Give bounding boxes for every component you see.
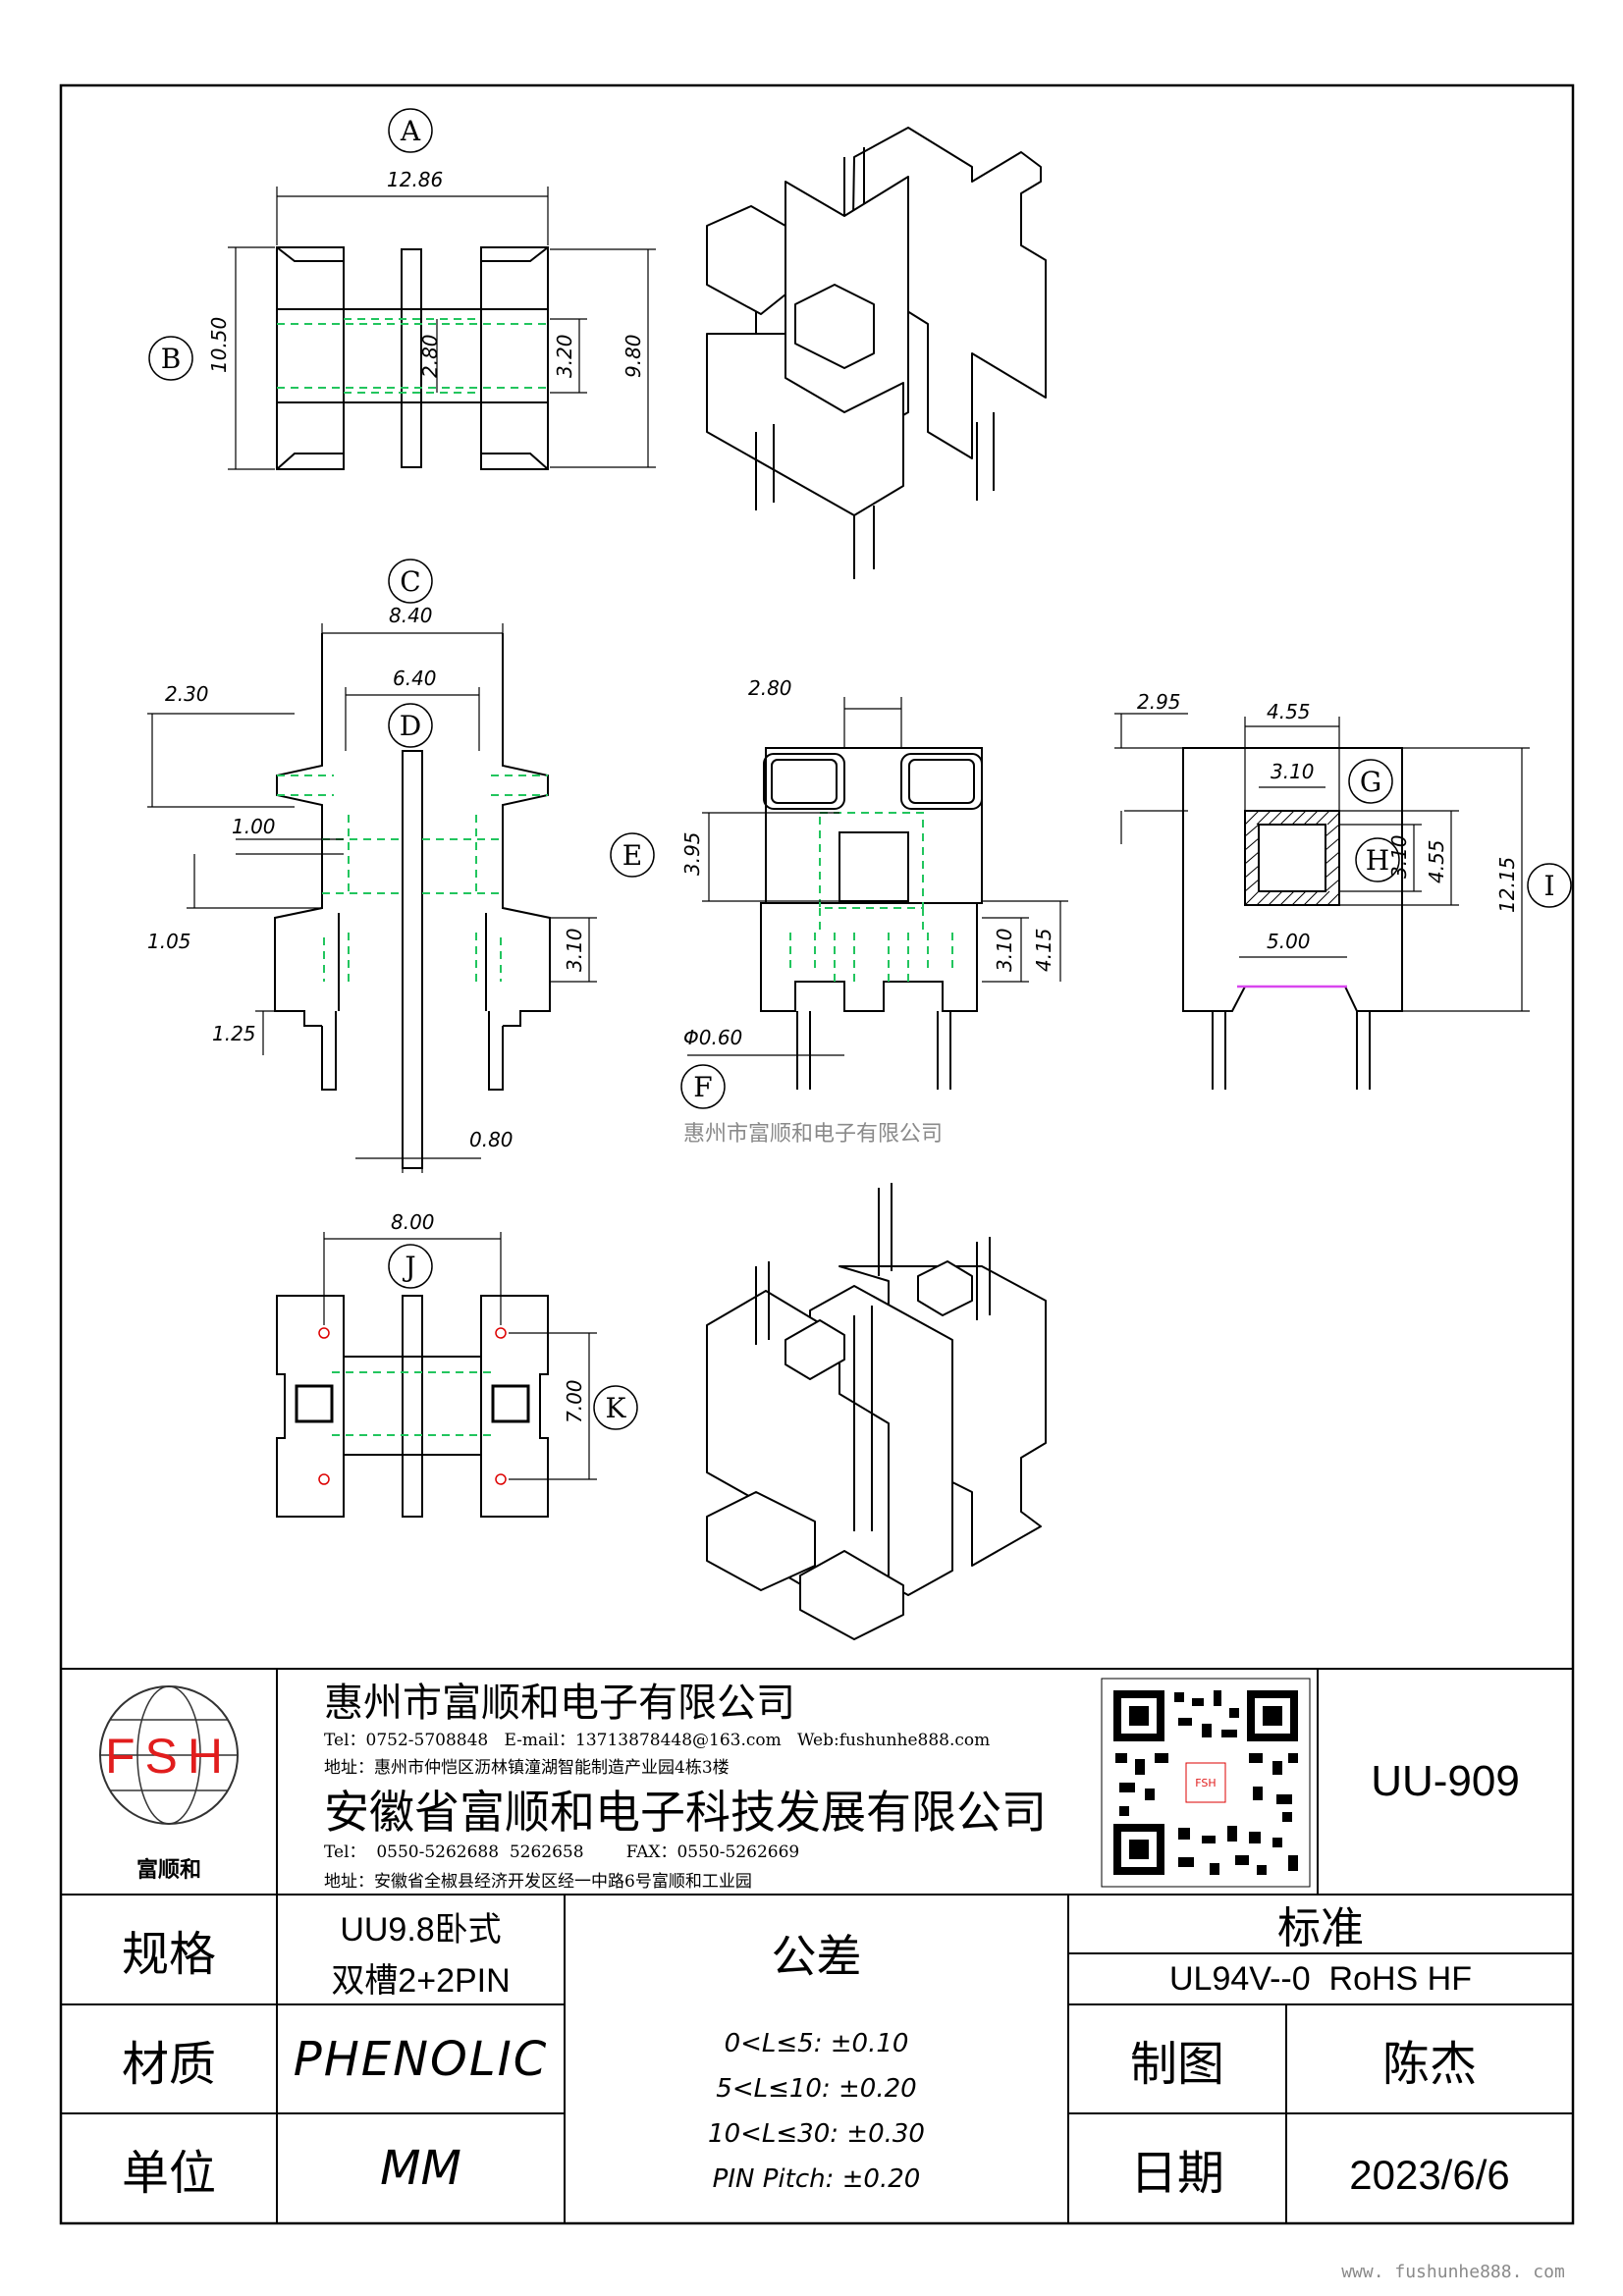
dim-i-h: 12.15 <box>1495 857 1519 913</box>
spec-label: 规格 <box>121 1927 216 1982</box>
dim-e-win: 3.95 <box>680 831 704 876</box>
view-bottom-j <box>276 1295 549 1518</box>
view-front-dims <box>147 623 597 1173</box>
view-top-left <box>276 246 549 470</box>
pin-holes <box>318 1327 507 1485</box>
callout-letters: A B C D E F G H I J K <box>161 115 1555 1424</box>
dim-a-width: 12.86 <box>387 168 443 191</box>
tolerance-4: PIN Pitch: ±0.20 <box>712 2164 921 2194</box>
hatch <box>1244 810 1340 906</box>
dim-e-pin1: 3.10 <box>993 928 1016 972</box>
tolerance-2: 5<L≤10: ±0.20 <box>716 2074 917 2104</box>
tolerance-label: 公差 <box>771 1930 862 1983</box>
tolerance-3: 10<L≤30: ±0.30 <box>708 2119 925 2149</box>
fsh-logo: FSH 富顺和 <box>99 1685 239 1883</box>
dim-b-core: 2.80 <box>418 334 442 378</box>
outer-frame <box>59 83 1575 2225</box>
company2-address: 地址：安徽省全椒县经济开发区经一中路6号富顺和工业园 <box>324 1872 752 1892</box>
dim-g-in: 3.10 <box>1271 760 1315 783</box>
company1-contact: Tel：0752-5708848 E-mail：13713878448@163.… <box>324 1731 991 1750</box>
view-end-g <box>1182 747 1403 1090</box>
dim-b-core2: 3.20 <box>553 334 576 378</box>
dim-d-pin: 3.10 <box>563 928 586 972</box>
callout-circles <box>148 108 1572 1430</box>
iso-view-bottom <box>706 1183 1047 1640</box>
dim-h-out: 4.55 <box>1425 839 1448 883</box>
tolerance-1: 0<L≤5: ±0.10 <box>724 2029 909 2058</box>
spec-value-1: UU9.8卧式 <box>340 1910 502 1949</box>
material-label: 材质 <box>121 2036 216 2092</box>
material-value: PHENOLIC <box>293 2031 549 2087</box>
date-value: 2023/6/6 <box>1349 2152 1510 2198</box>
view-side-e-hidden <box>789 812 953 987</box>
drawn-label: 制图 <box>1129 2036 1224 2092</box>
callout-c: C <box>400 565 420 598</box>
date-label: 日期 <box>1129 2146 1224 2201</box>
company1-address: 地址：惠州市仲恺区沥林镇潼湖智能制造产业园4栋3楼 <box>324 1758 730 1778</box>
standard-value: UL94V--0 RoHS HF <box>1169 1959 1472 1998</box>
dim-i-span: 5.00 <box>1267 930 1311 953</box>
part-number: UU-909 <box>1371 1757 1520 1805</box>
view-bottom-j-hidden <box>332 1371 493 1436</box>
view-side-e-dims <box>687 697 1068 1065</box>
view-front-hidden <box>277 774 548 982</box>
spec-value-2: 双槽2+2PIN <box>331 1961 511 2000</box>
company2-name: 安徽省富顺和电子科技发展有限公司 <box>324 1786 1047 1839</box>
view-top-left-hidden <box>277 318 548 394</box>
unit-label: 单位 <box>121 2146 216 2201</box>
qr-label: FSH <box>1195 1777 1216 1789</box>
dim-j-w: 8.00 <box>391 1210 435 1234</box>
view-top-left-dims <box>228 187 656 470</box>
view-bottom-j-dims <box>323 1232 597 1480</box>
dim-e-pin2: 4.15 <box>1032 928 1055 972</box>
title-block-lines <box>61 1668 1573 2223</box>
qr-code: FSH <box>1101 1678 1311 1888</box>
dim-d-step: 1.00 <box>232 815 276 838</box>
dim-b-inner: 9.80 <box>622 334 645 378</box>
view-end-g-dims <box>1114 713 1530 1012</box>
drawn-value: 陈杰 <box>1381 2036 1477 2092</box>
dim-d-wall: 0.80 <box>469 1128 514 1151</box>
callout-i: I <box>1543 870 1554 902</box>
callout-k: K <box>606 1392 627 1424</box>
callout-j: J <box>402 1251 415 1283</box>
dim-k-h: 7.00 <box>563 1379 586 1423</box>
callout-f: F <box>693 1071 712 1103</box>
dim-g-top: 2.95 <box>1137 690 1181 714</box>
dim-d-ledge: 1.05 <box>147 930 191 953</box>
logo-text: FSH <box>105 1729 233 1784</box>
iso-view-top <box>706 127 1047 579</box>
company1-name: 惠州市富顺和电子有限公司 <box>324 1681 795 1726</box>
watermark-bottom: www. fushunhe888. com <box>1341 2262 1565 2282</box>
logo-caption: 富顺和 <box>136 1857 201 1883</box>
watermark-center: 惠州市富顺和电子有限公司 <box>683 1122 943 1147</box>
dim-g-w: 4.55 <box>1267 700 1311 723</box>
dim-f-pin: Φ0.60 <box>683 1026 742 1049</box>
dim-d-foot: 1.25 <box>212 1022 256 1045</box>
callout-d: D <box>400 710 421 742</box>
callout-a: A <box>400 115 421 147</box>
dim-h-in: 3.10 <box>1387 834 1411 879</box>
standard-label: 标准 <box>1277 1903 1364 1953</box>
dim-c-inner: 6.40 <box>393 667 437 690</box>
dim-b-height: 10.50 <box>207 317 231 373</box>
callout-e: E <box>622 839 642 872</box>
callout-h: H <box>1366 844 1389 877</box>
callout-b: B <box>161 343 182 375</box>
dim-d-top: 2.30 <box>165 682 209 706</box>
view-side-e <box>760 747 983 1090</box>
dim-c-width: 8.40 <box>389 604 433 627</box>
unit-value: MM <box>380 2141 461 2196</box>
dim-e-gap: 2.80 <box>748 676 792 700</box>
callout-g: G <box>1360 766 1381 798</box>
company2-contact: Tel： 0550-5262688 5262658 FAX：0550-52626… <box>324 1842 800 1862</box>
